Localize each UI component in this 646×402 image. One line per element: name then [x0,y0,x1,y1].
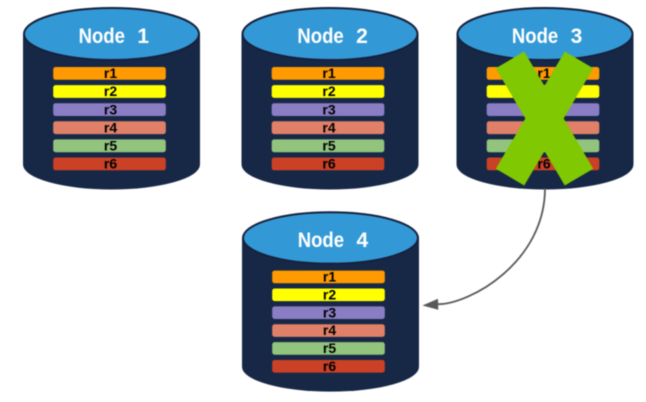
svg-text:2: 2 [356,25,368,48]
svg-text:Node: Node [297,25,343,48]
svg-text:Node: Node [79,25,125,48]
svg-text:4: 4 [356,229,368,252]
svg-text:3: 3 [571,25,583,48]
svg-text:Node: Node [298,229,344,252]
svg-text:Node: Node [512,25,558,48]
svg-text:1: 1 [137,25,149,48]
